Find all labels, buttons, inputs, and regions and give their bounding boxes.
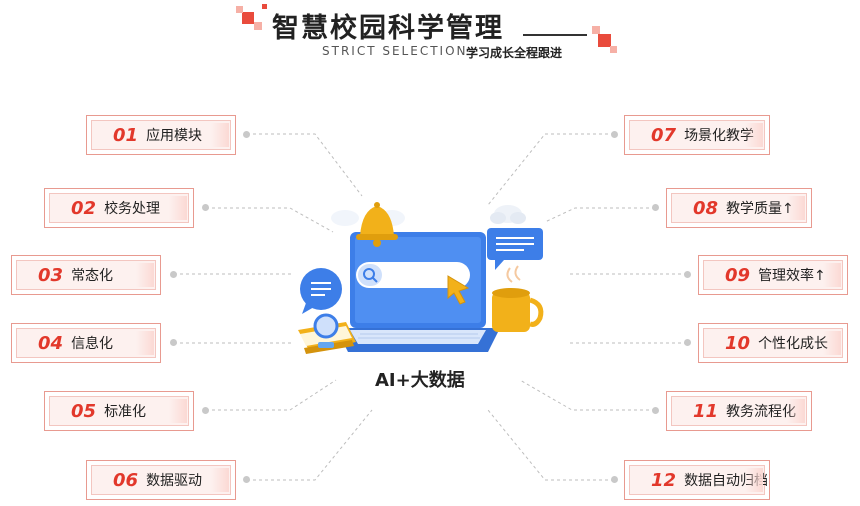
tag-label: 场景化教学 bbox=[684, 128, 755, 144]
book-icon bbox=[298, 313, 356, 354]
feature-tag-11: 11 教务流程化 bbox=[666, 391, 812, 431]
connector-dot bbox=[684, 339, 691, 346]
bell-icon bbox=[331, 202, 405, 247]
tag-number: 06 bbox=[113, 469, 139, 491]
feature-tag-07: 07 场景化教学 bbox=[624, 115, 770, 155]
decor-square bbox=[598, 34, 611, 47]
decor-square bbox=[592, 26, 600, 34]
connector-dot bbox=[684, 271, 691, 278]
connector-lines bbox=[174, 133, 687, 481]
tag-label: 信息化 bbox=[71, 336, 114, 352]
tag-number: 02 bbox=[71, 197, 97, 219]
tag-label: 管理效率↑ bbox=[758, 268, 826, 284]
decor-square bbox=[610, 46, 617, 53]
tag-number: 04 bbox=[38, 332, 64, 354]
feature-tag-12: 12 数据自动归档 bbox=[624, 460, 770, 500]
coffee-mug-icon bbox=[492, 265, 544, 332]
feature-tag-01: 01 应用模块 bbox=[86, 115, 236, 155]
tag-label: 个性化成长 bbox=[758, 336, 829, 352]
connector-dot bbox=[652, 204, 659, 211]
decor-square bbox=[236, 6, 243, 13]
tag-number: 01 bbox=[113, 124, 139, 146]
cloud-icon bbox=[490, 205, 526, 224]
feature-tag-04: 04 信息化 bbox=[11, 323, 161, 363]
feature-tag-08: 08 教学质量↑ bbox=[666, 188, 812, 228]
tag-number: 11 bbox=[693, 400, 719, 422]
connector-dot bbox=[170, 339, 177, 346]
feature-tag-10: 10 个性化成长 bbox=[698, 323, 848, 363]
connector-dot bbox=[202, 407, 209, 414]
connector-dot bbox=[170, 271, 177, 278]
tag-label: 应用模块 bbox=[146, 128, 203, 144]
title-underline bbox=[523, 34, 587, 36]
decor-square bbox=[254, 22, 262, 30]
laptop-illustration bbox=[336, 232, 500, 352]
connector-dot bbox=[652, 407, 659, 414]
tag-number: 05 bbox=[71, 400, 97, 422]
tag-number: 10 bbox=[725, 332, 751, 354]
tag-number: 12 bbox=[651, 469, 677, 491]
message-icon bbox=[300, 268, 342, 314]
connector-dot bbox=[243, 131, 250, 138]
subtitle-chinese: 学习成长全程跟进 bbox=[466, 46, 563, 60]
subtitle-english: STRICT SELECTION bbox=[322, 44, 468, 58]
chat-bubble-icon bbox=[487, 228, 543, 270]
connector-dot bbox=[202, 204, 209, 211]
tag-label: 教学质量↑ bbox=[726, 201, 794, 217]
feature-tag-05: 05 标准化 bbox=[44, 391, 194, 431]
tag-label: 常态化 bbox=[71, 268, 114, 284]
tag-label: 教务流程化 bbox=[726, 404, 797, 420]
connector-dot bbox=[611, 131, 618, 138]
connector-dot bbox=[611, 476, 618, 483]
tag-label: 数据驱动 bbox=[146, 473, 203, 489]
center-label: AI+大数据 bbox=[375, 370, 465, 391]
tag-number: 08 bbox=[693, 197, 719, 219]
feature-tag-09: 09 管理效率↑ bbox=[698, 255, 848, 295]
decor-square bbox=[242, 12, 254, 24]
feature-tag-02: 02 校务处理 bbox=[44, 188, 194, 228]
feature-tag-03: 03 常态化 bbox=[11, 255, 161, 295]
tag-number: 09 bbox=[725, 264, 751, 286]
tag-number: 03 bbox=[38, 264, 64, 286]
feature-tag-06: 06 数据驱动 bbox=[86, 460, 236, 500]
tag-label: 校务处理 bbox=[104, 201, 161, 217]
decor-square bbox=[262, 4, 267, 9]
connector-dot bbox=[243, 476, 250, 483]
tag-number: 07 bbox=[651, 124, 677, 146]
tag-label: 标准化 bbox=[104, 404, 147, 420]
tag-label: 数据自动归档 bbox=[684, 473, 769, 489]
page-title: 智慧校园科学管理 bbox=[272, 13, 504, 44]
